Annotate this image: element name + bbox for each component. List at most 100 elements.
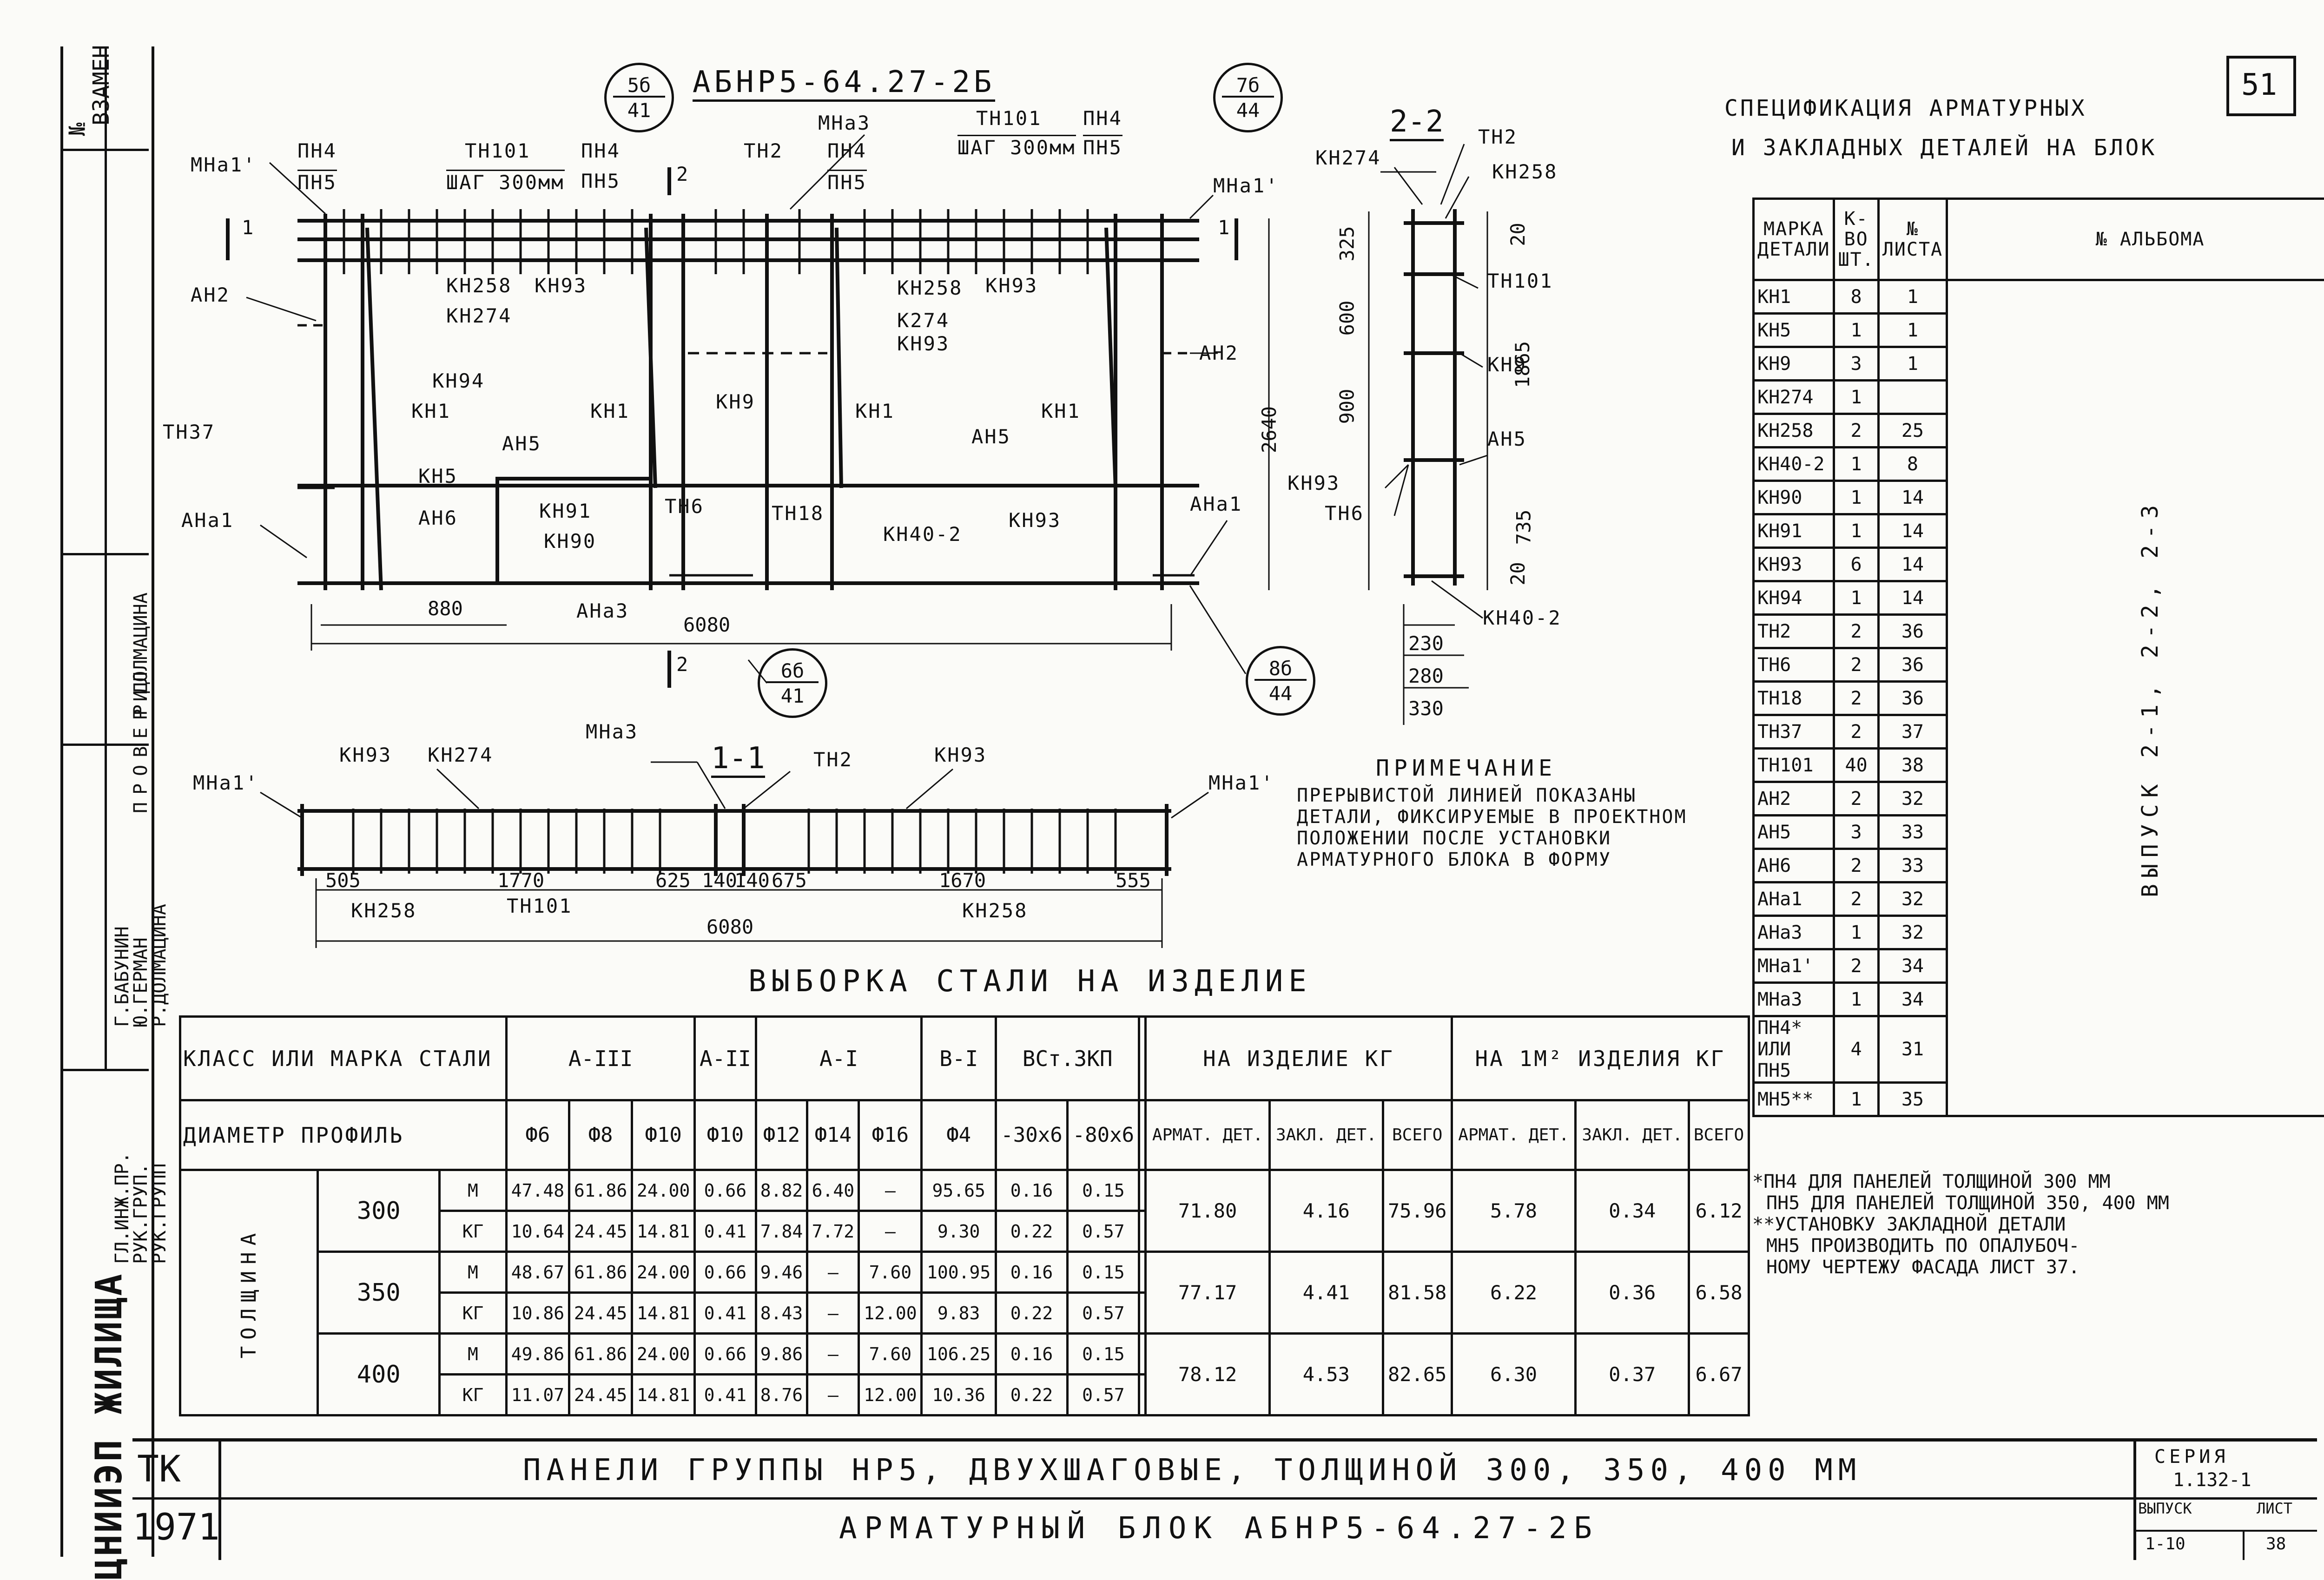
s22-d20a: 20 [1506, 223, 1529, 246]
s22-kn93: КН93 [1287, 472, 1340, 494]
steel-value: 0.16 [996, 1334, 1067, 1375]
spec-cell-sheet: 14 [1878, 548, 1947, 581]
steel-total: 4.41 [1269, 1252, 1383, 1334]
list-label: ЛИСТ [2257, 1500, 2292, 1517]
steel-blank [1139, 1017, 1146, 1100]
footnotes: *ПН4 ДЛЯ ПАНЕЛЕЙ ТОЛЩИНОЙ 300 ММ ПН5 ДЛЯ… [1752, 1171, 2319, 1278]
steel-value: — [807, 1334, 859, 1375]
spec-cell-mark: АН5 [1754, 816, 1834, 849]
steel-unit: КГ [440, 1293, 507, 1334]
steel-value: 0.22 [996, 1211, 1067, 1252]
spec-cell-mark: ТН2 [1754, 615, 1834, 648]
s22-d600: 600 [1335, 301, 1358, 336]
spec-cell-qty: 2 [1834, 882, 1878, 916]
steel-value: 9.46 [756, 1252, 807, 1293]
label-kn5: КН5 [418, 465, 458, 487]
steel-subhead-cell: ВСЕГО [1383, 1100, 1452, 1170]
label-kn91: КН91 [539, 500, 592, 522]
steel-value: 61.86 [569, 1334, 632, 1375]
label-ana1-right: АНа1 [1190, 493, 1242, 515]
spec-cell-mark: КН94 [1754, 581, 1834, 615]
spec-cell-mark: КН9 [1754, 347, 1834, 381]
title-line-2: АРМАТУРНЫЙ БЛОК АБНР5-64.27-2Б [839, 1511, 1599, 1546]
s22-d1865: 1865 [1511, 341, 1534, 388]
section-mark-1-left: 1 [242, 216, 255, 239]
label-ana1-left: АНа1 [181, 509, 234, 532]
spec-cell-sheet: 36 [1878, 615, 1947, 648]
label-pn5-c: ПН5 [827, 170, 867, 194]
footnote-2: ПН5 ДЛЯ ПАНЕЛЕЙ ТОЛЩИНОЙ 350, 400 ММ [1766, 1192, 2319, 1214]
spec-cell-mark: МН5** [1754, 1083, 1834, 1116]
spec-cell-mark: МНа1' [1754, 949, 1834, 983]
list-value: 38 [2266, 1534, 2286, 1554]
label-mna3: МНа3 [818, 112, 871, 134]
steel-thickness-value: 400 [318, 1334, 440, 1415]
steel-per-item: НА ИЗДЕЛИЕ КГ [1146, 1017, 1452, 1100]
steel-class-b1: В-I [922, 1017, 996, 1100]
spec-cell-sheet: 1 [1878, 347, 1947, 381]
spec-album-cell: ВЫПУСК 2-1, 2-2, 2-3 [1947, 280, 2324, 1116]
spec-cell-mark: КН258 [1754, 414, 1834, 448]
steel-subhead-cell: ВСЕГО [1689, 1100, 1749, 1170]
spec-header-qty: К-ВО ШТ. [1834, 199, 1878, 280]
steel-blank-cell [1139, 1293, 1146, 1334]
series-label: СЕРИЯ [2154, 1446, 2229, 1468]
label-tn101-a: ТН101 [465, 139, 530, 162]
spec-cell-qty: 2 [1834, 648, 1878, 682]
spec-cell-qty: 1 [1834, 381, 1878, 414]
steel-value: 0.57 [1068, 1211, 1139, 1252]
spec-header-album: № АЛЬБОМА [1947, 199, 2324, 280]
steel-value: 0.41 [695, 1211, 756, 1252]
steel-value: 24.00 [632, 1334, 695, 1375]
label-pn4-d: ПН4 [1083, 107, 1122, 130]
steel-total: 75.96 [1383, 1170, 1452, 1252]
spec-cell-mark: КН40-2 [1754, 448, 1834, 481]
steel-diam-cell: Ф14 [807, 1100, 859, 1170]
steel-value: 24.45 [569, 1211, 632, 1252]
steel-diam-cell: Ф10 [695, 1100, 756, 1170]
steel-diam-cell: Ф12 [756, 1100, 807, 1170]
steel-value: 10.64 [506, 1211, 569, 1252]
section-mark-1-right: 1 [1218, 216, 1231, 239]
spec-cell-mark: ТН37 [1754, 715, 1834, 749]
steel-thickness-text: ТОЛЩИНА [237, 1227, 261, 1358]
steel-value: 0.22 [996, 1293, 1067, 1334]
steel-value: — [807, 1375, 859, 1415]
note-line-1: ПРЕРЫВИСТОЙ ЛИНИЕЙ ПОКАЗАНЫ [1297, 785, 1752, 806]
s11-d555: 555 [1116, 869, 1151, 892]
steel-total: 5.78 [1452, 1170, 1576, 1252]
steel-unit: М [440, 1170, 507, 1211]
spec-cell-sheet: 38 [1878, 749, 1947, 782]
steel-value: 8.76 [756, 1375, 807, 1415]
steel-value: 7.60 [859, 1252, 922, 1293]
spec-cell-sheet: 31 [1878, 1016, 1947, 1083]
spec-cell-mark: ТН6 [1754, 648, 1834, 682]
dim-2640: 2640 [1258, 406, 1281, 453]
steel-value: 0.15 [1068, 1334, 1139, 1375]
spec-cell-qty: 1 [1834, 1083, 1878, 1116]
spec-title-1: СПЕЦИФИКАЦИЯ АРМАТУРНЫХ [1724, 95, 2087, 121]
spec-cell-qty: 2 [1834, 849, 1878, 882]
steel-value: — [859, 1211, 922, 1252]
s11-d140b: 140 [734, 869, 770, 892]
label-ana3: АНа3 [576, 599, 629, 622]
spec-cell-mark: ТН101 [1754, 749, 1834, 782]
steel-total: 6.67 [1689, 1334, 1749, 1415]
title-line-1: ПАНЕЛИ ГРУППЫ НР5, ДВУХШАГОВЫЕ, ТОЛЩИНОЙ… [523, 1453, 1862, 1488]
steel-diam-cell: Ф6 [506, 1100, 569, 1170]
label-tn6: ТН6 [665, 495, 704, 518]
spec-album-text: ВЫПУСК 2-1, 2-2, 2-3 [2137, 499, 2163, 897]
steel-class-vst: ВСт.3КП [996, 1017, 1139, 1100]
spec-cell-qty: 2 [1834, 949, 1878, 983]
s22-d325: 325 [1335, 226, 1358, 262]
spec-cell-qty: 1 [1834, 581, 1878, 615]
label-kn93-d: КН93 [1009, 509, 1061, 532]
steel-blank-cell [1139, 1211, 1146, 1252]
steel-total: 6.12 [1689, 1170, 1749, 1252]
label-tn37: ТН37 [163, 421, 215, 443]
spec-cell-sheet: 8 [1878, 448, 1947, 481]
steel-value: 95.65 [922, 1170, 996, 1211]
label-kn258-b: КН258 [897, 276, 963, 299]
s22-d330: 330 [1408, 697, 1444, 720]
s22-d900: 900 [1335, 389, 1358, 424]
